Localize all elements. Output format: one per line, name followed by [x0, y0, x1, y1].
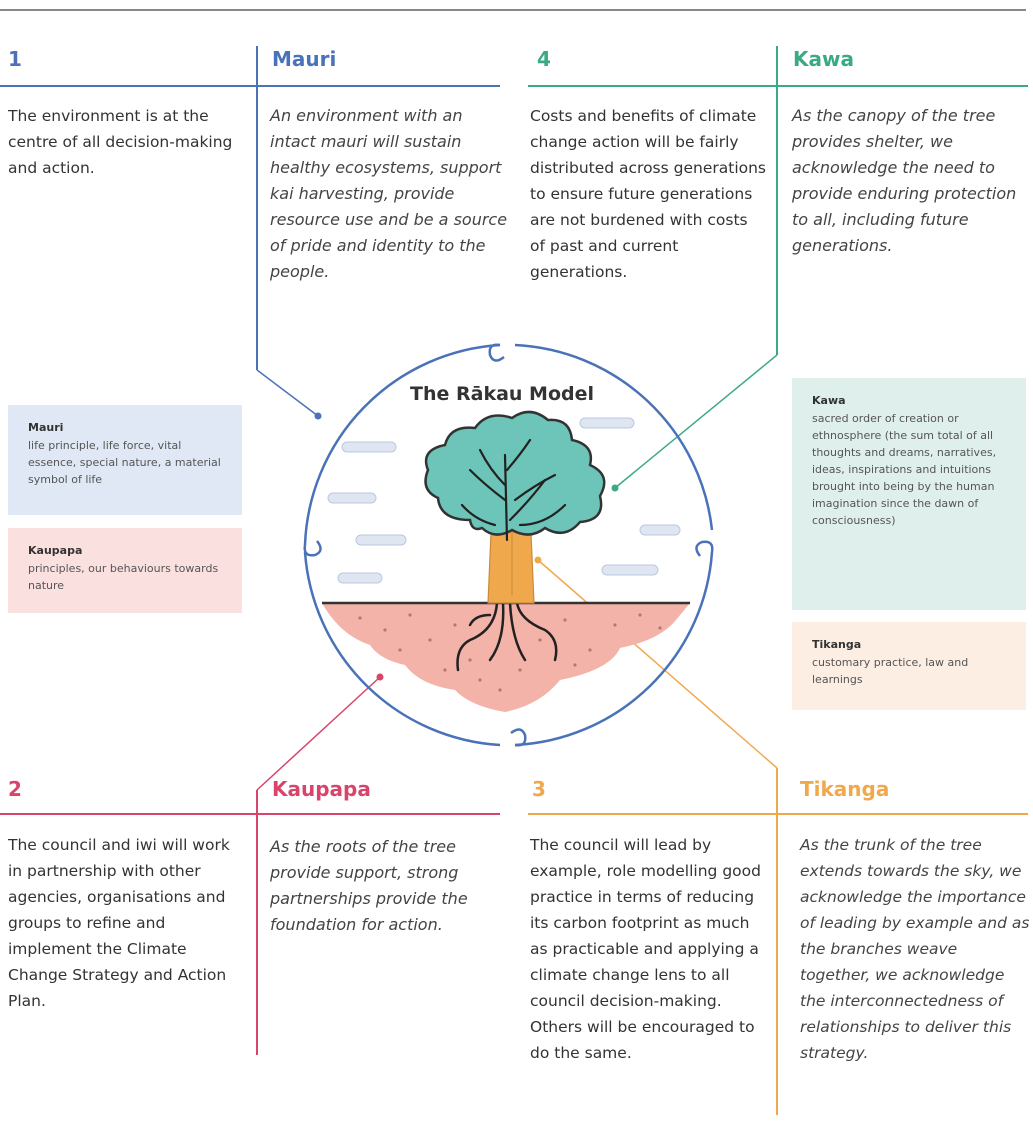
section-3-quote: As the trunk of the tree extends towards…: [800, 836, 1030, 1062]
kawa-connector-diagonal: [614, 354, 778, 489]
section-1-rule: [0, 85, 500, 87]
tikanga-connector-dot: [534, 556, 542, 564]
soil: [322, 603, 690, 712]
model-title: The Rākau Model: [410, 383, 594, 405]
section-4-body: Costs and benefits of climate change act…: [530, 107, 767, 281]
glossary-tikanga-term: Tikanga: [812, 638, 862, 651]
circle-arc-kaupapa: [303, 551, 501, 747]
glossary-kaupapa: Kaupapa principles, our behaviours towar…: [8, 528, 242, 613]
tree-canopy: [424, 410, 606, 536]
kaupapa-connector-dot: [376, 673, 384, 681]
circle-arc-mauri: [303, 343, 501, 546]
circle-arc-kawa: [514, 343, 714, 531]
section-4-number: 4: [537, 47, 551, 71]
tikanga-connector-diagonal: [537, 559, 778, 769]
section-1-title: Mauri: [272, 47, 337, 71]
curl-right: [695, 540, 714, 557]
mauri-connector-diagonal: [256, 369, 319, 417]
glossary-kawa-definition: sacred order of creation or ethnosphere …: [812, 412, 997, 527]
section-4-quote: As the canopy of the tree provides shelt…: [792, 106, 1017, 255]
section-3-number: 3: [532, 777, 546, 801]
glossary-kawa-term: Kawa: [812, 394, 846, 407]
section-1-body: The environment is at the centre of all …: [8, 107, 233, 177]
section-4-title: Kawa: [793, 47, 854, 71]
section-1-number: 1: [8, 47, 22, 71]
section-2-title: Kaupapa: [272, 777, 371, 801]
glossary-kaupapa-term: Kaupapa: [28, 544, 83, 557]
section-2-quote: As the roots of the tree provide support…: [270, 837, 468, 934]
glossary-tikanga: Tikanga customary practice, law and lear…: [792, 622, 1026, 710]
glossary-mauri-definition: life principle, life force, vital essenc…: [28, 439, 221, 486]
tree-branches: [460, 438, 567, 542]
section-3-body: The council will lead by example, role m…: [530, 836, 761, 1062]
kawa-connector-dot: [611, 484, 619, 492]
section-1-quote: An environment with an intact mauri will…: [270, 106, 508, 281]
mauri-connector-dot: [314, 412, 322, 420]
curl-bottom: [510, 728, 527, 747]
soil-dots: [358, 613, 662, 692]
circle-arc-tikanga: [514, 551, 714, 747]
kaupapa-connector-diagonal: [256, 676, 381, 791]
glossary-kaupapa-definition: principles, our behaviours towards natur…: [28, 562, 219, 592]
glossary-mauri-term: Mauri: [28, 421, 64, 434]
section-2-rule: [0, 813, 500, 815]
section-2-number: 2: [8, 777, 22, 801]
tree-roots: [456, 601, 558, 672]
glossary-mauri: Mauri life principle, life force, vital …: [8, 405, 242, 515]
sky-streaks: [327, 417, 681, 584]
section-3-title: Tikanga: [800, 777, 890, 801]
glossary-kawa: Kawa sacred order of creation or ethnosp…: [792, 378, 1026, 610]
top-rule: [0, 9, 1026, 11]
section-2-body: The council and iwi will work in partner…: [8, 836, 230, 1010]
glossary-tikanga-definition: customary practice, law and learnings: [812, 656, 969, 686]
curl-top: [488, 343, 505, 362]
curl-left: [303, 540, 322, 557]
